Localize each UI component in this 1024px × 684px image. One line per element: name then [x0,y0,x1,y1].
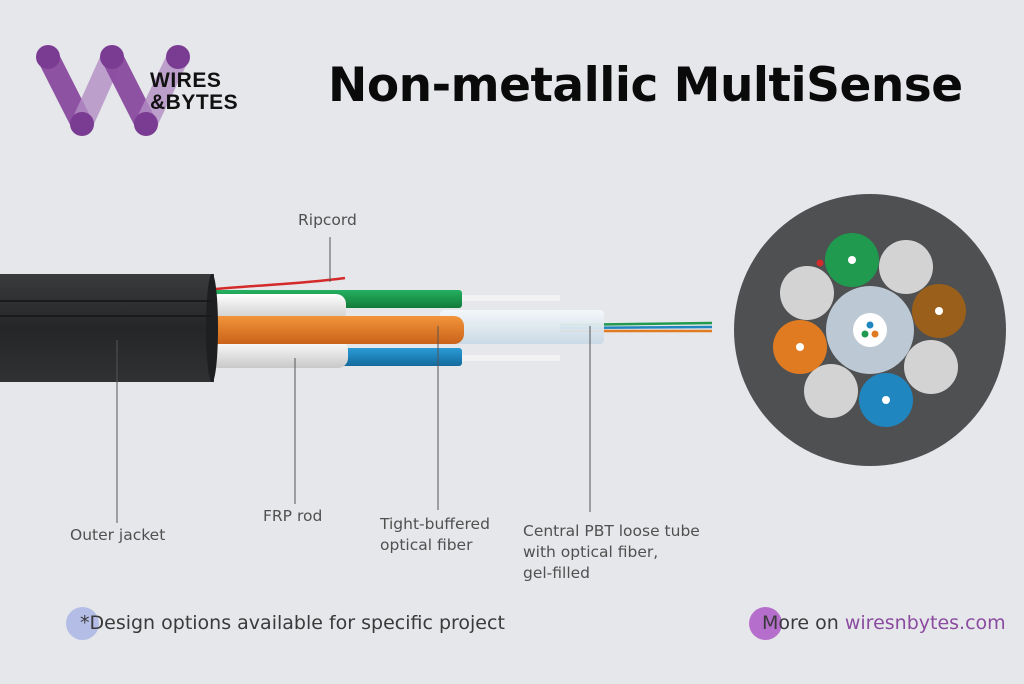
note-dot [66,607,99,640]
frp-rod-bottom [208,340,348,368]
label-tight-buffered-line-1: Tight-buffered [380,515,490,533]
page-title: Non-metallic MultiSense [328,58,963,113]
label-central-tube-line-2: with optical fiber, [523,543,659,561]
footer-note: *Design options available for specific p… [66,607,505,640]
central-tube [440,310,604,344]
label-tight-buffered-line-2: optical fiber [380,536,473,554]
frp-rod-top [208,294,346,322]
website-link[interactable]: wiresnbytes.com [844,612,1006,634]
footer-note-text: *Design options available for specific p… [80,612,505,634]
label-frp-rod: FRP rod [263,507,323,525]
cross-section [734,194,1006,466]
outer-jacket [0,274,218,382]
label-outer-jacket: Outer jacket [70,526,166,544]
link-dot [749,607,782,640]
label-central-tube-line-3: gel-filled [523,564,591,582]
leader-lines [116,237,591,523]
label-ripcord: Ripcord [298,211,357,229]
label-tight-buffered: Tight-buffered optical fiber [380,514,490,556]
footer-more-prefix: More on [762,612,845,634]
orange-fiber [208,316,464,344]
brand-line-1: WIRES [150,69,222,92]
w-logo-icon [36,45,190,136]
label-central-tube-line-1: Central PBT loose tube [523,522,700,540]
ripcord-line [214,276,346,291]
footer-more: More on wiresnbytes.com [749,607,1006,640]
label-central-tube: Central PBT loose tube with optical fibe… [523,521,700,584]
brand-wordmark: WIRES &BYTES [150,70,238,114]
brand-line-2: &BYTES [150,91,239,114]
